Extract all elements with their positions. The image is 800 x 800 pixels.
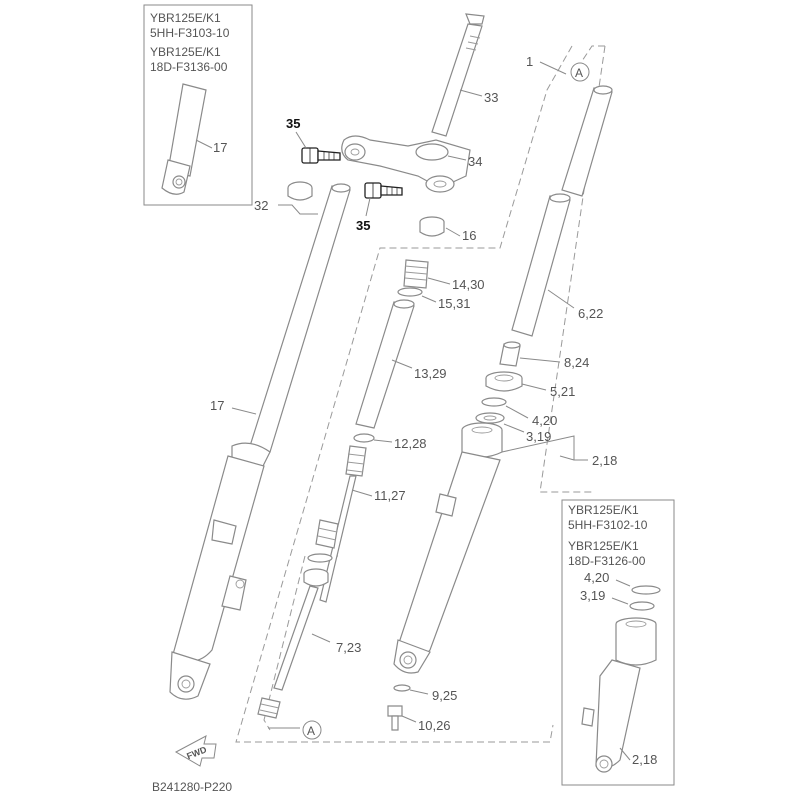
callout-7-23: 7,23	[336, 640, 361, 655]
steering-stem	[431, 13, 485, 137]
ring-12	[353, 433, 375, 443]
callout-6-22: 6,22	[578, 306, 603, 321]
inset-part-number: 5HH-F3102-10	[568, 518, 648, 532]
clip-4	[481, 397, 507, 407]
callout-12-28: 12,28	[394, 436, 427, 451]
callout-3-19: 3,19	[526, 429, 551, 444]
ref-marker-a-label: A	[575, 66, 583, 80]
inset-callout-3-19: 3,19	[580, 588, 605, 603]
callout-8-24: 8,24	[564, 355, 589, 370]
inset-part-number: 5HH-F3103-10	[150, 26, 230, 40]
inset-part-number: 18D-F3126-00	[568, 554, 646, 568]
cap-32	[287, 181, 313, 201]
left-fork-outer-tube	[169, 442, 271, 700]
callout-9-25: 9,25	[432, 688, 457, 703]
clip-15	[397, 287, 423, 297]
callout-11-27: 11,27	[374, 488, 406, 503]
pinch-bolt-lower	[364, 182, 403, 199]
right-fork-inner-tube-6	[511, 193, 571, 337]
damper-rod-11	[319, 445, 367, 603]
bolt-10	[387, 705, 403, 731]
callout-32: 32	[254, 198, 268, 213]
right-fork-outer-tube-2	[393, 422, 503, 674]
callout-34: 34	[468, 154, 482, 169]
inset-model-line: YBR125E/K1	[150, 11, 221, 25]
callout-2-18: 2,18	[592, 453, 617, 468]
callout-4-20: 4,20	[532, 413, 557, 428]
inset-outer-tube	[581, 617, 657, 773]
callout-16: 16	[462, 228, 476, 243]
ref-marker-a-top: A	[570, 62, 590, 82]
callout-5-21: 5,21	[550, 384, 575, 399]
inset-part-number: 18D-F3136-00	[150, 60, 228, 74]
inset-fork-tube	[161, 83, 207, 195]
callout-10-26: 10,26	[418, 718, 451, 733]
inset-bottom-right: YBR125E/K1 5HH-F3102-10 YBR125E/K1 18D-F…	[561, 499, 675, 786]
callout-33: 33	[484, 90, 498, 105]
callout-35-upper: 35	[286, 116, 300, 131]
forward-direction-icon: FWD	[174, 735, 217, 767]
under-bracket	[341, 135, 471, 193]
right-fork-inner-tube-upper	[561, 85, 613, 197]
spring-top-14	[403, 259, 429, 289]
ref-marker-a-label: A	[307, 724, 315, 738]
inset-clip	[631, 585, 661, 595]
inset-frame	[561, 499, 675, 786]
callout-14-30: 14,30	[452, 277, 485, 292]
callout-13-29: 13,29	[414, 366, 447, 381]
callout-15-31: 15,31	[438, 296, 471, 311]
inset-callout-2-18: 2,18	[632, 752, 657, 767]
inset-washer	[629, 601, 655, 611]
damper-tube-13	[355, 299, 415, 429]
callout-17: 17	[210, 398, 224, 413]
callout-17-inset: 17	[213, 140, 227, 155]
washer-3	[475, 412, 505, 424]
inset-model-line: YBR125E/K1	[150, 45, 221, 59]
seal-16	[419, 216, 445, 237]
bushing-8	[499, 341, 521, 367]
diagram-code: B241280-P220	[152, 780, 232, 794]
callout-1: 1	[526, 54, 533, 69]
inset-callout-4-20: 4,20	[584, 570, 609, 585]
pinch-bolt-upper	[301, 147, 341, 164]
ref-marker-a-bottom: A	[268, 720, 322, 740]
inset-top-left: YBR125E/K1 5HH-F3103-10 YBR125E/K1 18D-F…	[143, 4, 253, 206]
inset-model-line: YBR125E/K1	[568, 539, 639, 553]
inset-frame	[143, 4, 253, 206]
left-fork-tube	[249, 183, 351, 453]
callout-35-lower: 35	[356, 218, 370, 233]
spring-washer-9	[393, 684, 411, 692]
oil-seal-5	[485, 371, 523, 392]
inset-model-line: YBR125E/K1	[568, 503, 639, 517]
rebound-spring-7	[257, 519, 339, 719]
